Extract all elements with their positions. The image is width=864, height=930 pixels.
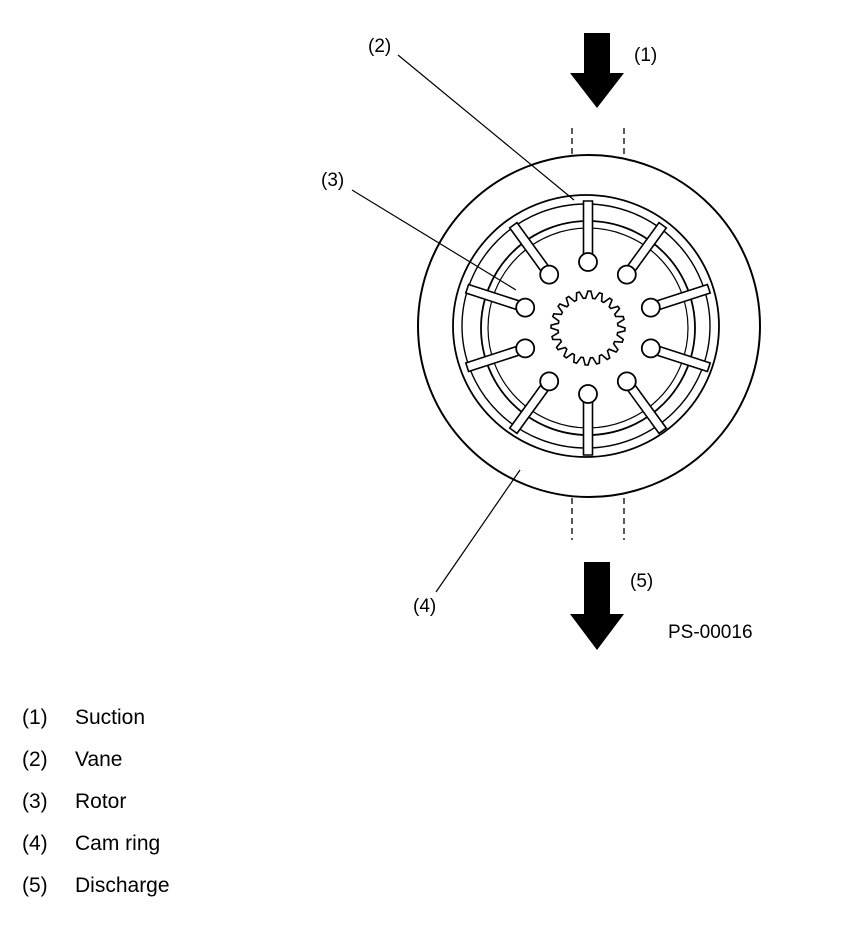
vane	[464, 338, 536, 373]
callout-cam-ring: (4)	[413, 596, 436, 617]
legend-number: (5)	[22, 874, 48, 897]
legend-number: (4)	[22, 832, 48, 855]
callout-suction: (1)	[634, 45, 657, 66]
legend-number: (3)	[22, 790, 48, 813]
vane-pump-diagram: (1) (2) (3) (4) (5) PS-00016	[321, 33, 761, 650]
callout-discharge: (5)	[630, 571, 653, 592]
legend-label: Rotor	[75, 790, 127, 813]
vane	[616, 371, 668, 435]
legend-item: (1) Suction	[22, 700, 170, 742]
legend-item: (3) Rotor	[22, 784, 170, 826]
vane	[464, 283, 536, 318]
vane	[578, 200, 598, 272]
legend-item: (2) Vane	[22, 742, 170, 784]
discharge-arrow	[570, 562, 624, 650]
rotor-spline	[550, 290, 626, 366]
vane	[508, 371, 560, 435]
legend-number: (2)	[22, 748, 48, 771]
legend-number: (1)	[22, 706, 48, 729]
legend-item: (4) Cam ring	[22, 826, 170, 868]
vane	[578, 384, 598, 456]
legend-label: Suction	[75, 706, 146, 729]
legend-item: (5) Discharge	[22, 868, 170, 910]
callout-vane: (2)	[368, 36, 391, 57]
legend-label: Vane	[75, 748, 123, 771]
legend-list: (1)Suction (2)Vane (3)Rotor (4)Cam ring …	[22, 700, 170, 910]
suction-arrow	[570, 33, 624, 108]
vane	[640, 338, 712, 373]
legend-label: Discharge	[75, 874, 170, 897]
legend-label: Cam ring	[75, 832, 161, 855]
vanes	[464, 200, 712, 456]
spline-teeth	[550, 290, 626, 366]
vane	[640, 283, 712, 318]
cam-ring	[452, 194, 720, 458]
vane	[616, 221, 668, 285]
callout-rotor: (3)	[321, 170, 344, 191]
leader-lines	[351, 54, 575, 593]
vane	[508, 221, 560, 285]
figure-code: PS-00016	[668, 622, 753, 643]
